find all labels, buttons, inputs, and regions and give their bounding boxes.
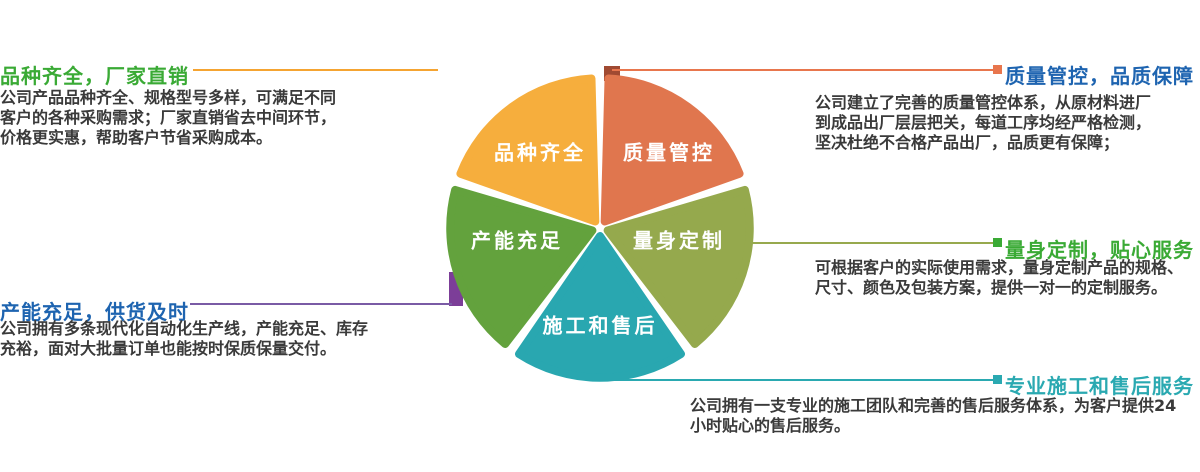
petal-quality bbox=[600, 74, 744, 226]
aftersale-body-line-1: 公司拥有一支专业的施工团队和完善的售后服务体系，为客户提供24 bbox=[690, 396, 1177, 415]
quality-body-line-3: 坚决杜绝不合格产品出厂，品质更有保障； bbox=[815, 133, 1120, 152]
petal-aftersale bbox=[515, 232, 685, 382]
capacity-callout-line bbox=[190, 303, 452, 305]
variety-body-line-3: 价格更实惠，帮助客户节省采购成本。 bbox=[0, 128, 273, 147]
aftersale-line-marker bbox=[993, 375, 1002, 384]
petal-label-capacity: 产能充足 bbox=[471, 228, 563, 253]
capacity-body-line-2: 充裕，面对大批量订单也能按时保质保量交付。 bbox=[0, 339, 337, 358]
custom-body: 可根据客户的实际使用需求，量身定制产品的规格、 尺寸、颜色及包装方案，提供一对一… bbox=[815, 258, 1183, 298]
aftersale-body: 公司拥有一支专业的施工团队和完善的售后服务体系，为客户提供24 小时贴心的售后服… bbox=[690, 396, 1176, 436]
quality-body-line-1: 公司建立了完善的质量管控体系，从原材料进厂 bbox=[815, 93, 1152, 112]
capacity-body: 公司拥有多条现代化自动化生产线，产能充足、库存 充裕，面对大批量订单也能按时保质… bbox=[0, 319, 368, 359]
variety-callout-line bbox=[193, 69, 438, 71]
variety-body-line-2: 客户的各种采购需求；厂家直销省去中间环节， bbox=[0, 108, 337, 127]
variety-heading: 品种齐全，厂家直销 bbox=[0, 64, 189, 88]
petal-label-custom: 量身定制 bbox=[633, 228, 725, 253]
aftersale-heading: 专业施工和售后服务 bbox=[1005, 374, 1194, 398]
variety-body-line-1: 公司产品品种齐全、规格型号多样，可满足不同 bbox=[0, 88, 337, 107]
custom-line-marker bbox=[993, 238, 1002, 247]
petal-variety bbox=[456, 74, 600, 226]
custom-body-line-2: 尺寸、颜色及包装方案，提供一对一的定制服务。 bbox=[815, 278, 1168, 297]
aftersale-callout-line bbox=[602, 379, 993, 381]
variety-body: 公司产品品种齐全、规格型号多样，可满足不同 客户的各种采购需求；厂家直销省去中间… bbox=[0, 88, 336, 148]
petal-capacity bbox=[446, 185, 597, 348]
aftersale-body-line-2: 小时贴心的售后服务。 bbox=[690, 416, 851, 435]
custom-callout-line bbox=[740, 242, 993, 244]
petal-label-aftersale: 施工和售后 bbox=[542, 313, 658, 338]
quality-body: 公司建立了完善的质量管控体系，从原材料进厂 到成品出厂层层把关，每道工序均经严格… bbox=[815, 93, 1151, 153]
capacity-heading: 产能充足，供货及时 bbox=[0, 300, 189, 324]
petal-label-quality: 质量管控 bbox=[623, 140, 715, 165]
petal-label-variety: 品种齐全 bbox=[494, 140, 586, 165]
quality-callout-line bbox=[612, 69, 993, 71]
quality-heading: 质量管控，品质保障 bbox=[1005, 64, 1194, 88]
quality-body-line-2: 到成品出厂层层把关，每道工序均经严格检测， bbox=[815, 113, 1152, 132]
petal-custom bbox=[603, 185, 754, 348]
flower-diagram bbox=[446, 74, 754, 382]
custom-heading: 量身定制，贴心服务 bbox=[1005, 238, 1194, 262]
quality-line-marker bbox=[993, 65, 1002, 74]
custom-body-line-1: 可根据客户的实际使用需求，量身定制产品的规格、 bbox=[815, 258, 1184, 277]
capacity-body-line-1: 公司拥有多条现代化自动化生产线，产能充足、库存 bbox=[0, 319, 369, 338]
